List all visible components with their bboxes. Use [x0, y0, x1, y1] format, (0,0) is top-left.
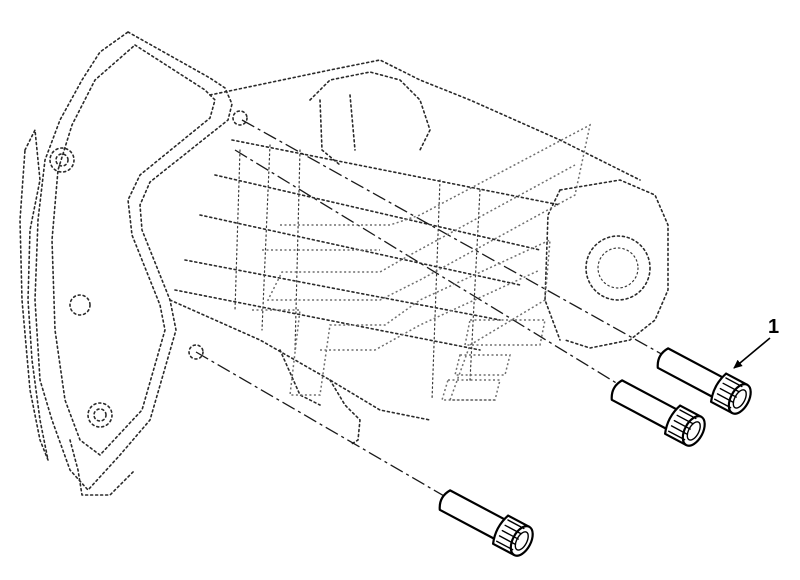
bolt-middle — [610, 379, 706, 447]
callout-1: 1 — [733, 316, 779, 369]
watermark-logo — [252, 123, 592, 401]
bolt-lower — [438, 489, 534, 557]
engine-housing-phantom — [19, 31, 669, 496]
bolt-upper-right — [656, 347, 752, 415]
bolt-centerlines — [195, 119, 736, 541]
callout-label: 1 — [768, 316, 779, 338]
callout-leader-arrow — [733, 337, 771, 369]
